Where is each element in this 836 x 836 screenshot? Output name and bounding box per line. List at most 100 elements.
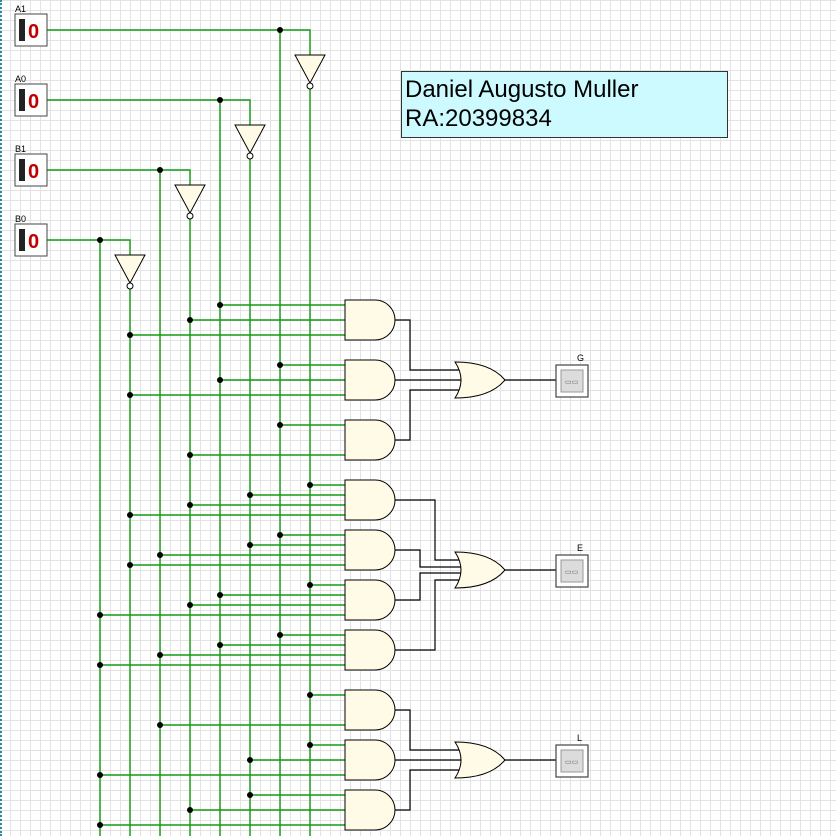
junction-dot	[187, 317, 193, 323]
or-gate	[454, 741, 506, 779]
output-label-l: L	[577, 733, 582, 743]
led-g-glyph: ▭▭	[565, 379, 578, 386]
junction-dot	[127, 392, 133, 398]
switch-b1-value: 0	[28, 161, 39, 183]
junction-dot	[247, 792, 253, 798]
not-gate	[174, 184, 206, 215]
not-gate-bubble	[246, 152, 254, 160]
output-e[interactable]: E ▭▭	[555, 543, 589, 588]
led-l-glyph: ▭▭	[565, 759, 578, 766]
output-label-g: G	[577, 353, 584, 363]
switch-a0-lever[interactable]	[19, 89, 25, 111]
not-feed	[280, 29, 311, 55]
junction-dot	[277, 422, 283, 428]
input-label-a1: A1	[15, 4, 26, 14]
junction-dot	[97, 662, 103, 668]
led-e-glyph: ▭▭	[565, 569, 578, 576]
junction-dot	[97, 772, 103, 778]
or-input-wire	[395, 389, 462, 441]
and-gate	[344, 479, 396, 521]
not-gate-bubble	[126, 282, 134, 290]
input-b1[interactable]: B1 0	[14, 144, 48, 187]
input-label-b0: B0	[15, 214, 26, 224]
switch-b1-lever[interactable]	[19, 159, 25, 181]
input-a0[interactable]: A0 0	[14, 74, 48, 117]
junction-dot	[97, 612, 103, 618]
junction-dots	[97, 27, 313, 828]
junction-dot	[307, 692, 313, 698]
switch-a1-lever[interactable]	[19, 19, 25, 41]
junction-dot	[187, 807, 193, 813]
junction-dot	[157, 552, 163, 558]
junction-dot	[157, 652, 163, 658]
junction-dot	[307, 482, 313, 488]
junction-dot	[217, 592, 223, 598]
or-gate	[454, 361, 506, 399]
switch-b0-lever[interactable]	[19, 229, 25, 251]
author-note[interactable]: Daniel Augusto Muller RA:20399834	[401, 71, 728, 138]
and-gate	[344, 689, 396, 731]
not-gate	[294, 54, 326, 85]
and-gate	[344, 529, 396, 571]
output-l[interactable]: L ▭▭	[555, 733, 589, 778]
author-name: Daniel Augusto Muller	[405, 76, 639, 103]
or-input-wire	[395, 549, 462, 568]
junction-dot	[127, 332, 133, 338]
junction-dot	[187, 602, 193, 608]
not-feed	[160, 169, 191, 185]
not-gate-bubble	[186, 212, 194, 220]
and-gate	[344, 419, 396, 461]
canvas-left-border	[0, 0, 2, 836]
not-gate	[114, 254, 146, 285]
output-label-e: E	[577, 543, 583, 553]
junction-dot	[127, 562, 133, 568]
and-gate	[344, 629, 396, 671]
or-gate	[454, 551, 506, 589]
led-l-face	[560, 749, 584, 773]
junction-dot	[127, 512, 133, 518]
and-gate	[344, 359, 396, 401]
not-gate-bubble	[306, 82, 314, 90]
logic-gates	[114, 54, 506, 831]
or-input-wire	[395, 319, 462, 371]
switch-b0-value: 0	[28, 231, 39, 253]
junction-dot	[277, 632, 283, 638]
or-input-wire	[395, 499, 462, 561]
and-gate	[344, 739, 396, 781]
junction-dot	[217, 377, 223, 383]
or-input-wire	[395, 572, 462, 601]
input-b0[interactable]: B0 0	[14, 214, 48, 257]
input-label-a0: A0	[15, 74, 26, 84]
or-input-wire	[395, 709, 462, 751]
or-input-wire	[395, 579, 462, 651]
junction-dot	[307, 582, 313, 588]
switch-a1-value: 0	[28, 21, 39, 43]
junction-dot	[187, 502, 193, 508]
junction-dot	[307, 742, 313, 748]
junction-dot	[247, 492, 253, 498]
output-g[interactable]: G ▭▭	[555, 353, 589, 398]
and-gate	[344, 299, 396, 341]
led-e-face	[560, 559, 584, 583]
junction-dot	[247, 542, 253, 548]
junction-dot	[217, 302, 223, 308]
and-gate	[344, 789, 396, 831]
author-ra: RA:20399834	[405, 105, 552, 132]
led-g-face	[560, 369, 584, 393]
junction-dot	[217, 642, 223, 648]
input-a1[interactable]: A1 0	[14, 4, 48, 47]
or-input-wire	[395, 769, 462, 811]
junction-dot	[157, 722, 163, 728]
junction-dot	[187, 452, 193, 458]
junction-dot	[277, 532, 283, 538]
junction-dot	[277, 27, 283, 33]
not-gate	[234, 124, 266, 155]
junction-dot	[277, 362, 283, 368]
junction-dot	[247, 757, 253, 763]
junction-dot	[97, 822, 103, 828]
junction-dot	[97, 237, 103, 243]
not-feed	[100, 239, 131, 255]
junction-dot	[157, 167, 163, 173]
junction-dot	[217, 97, 223, 103]
